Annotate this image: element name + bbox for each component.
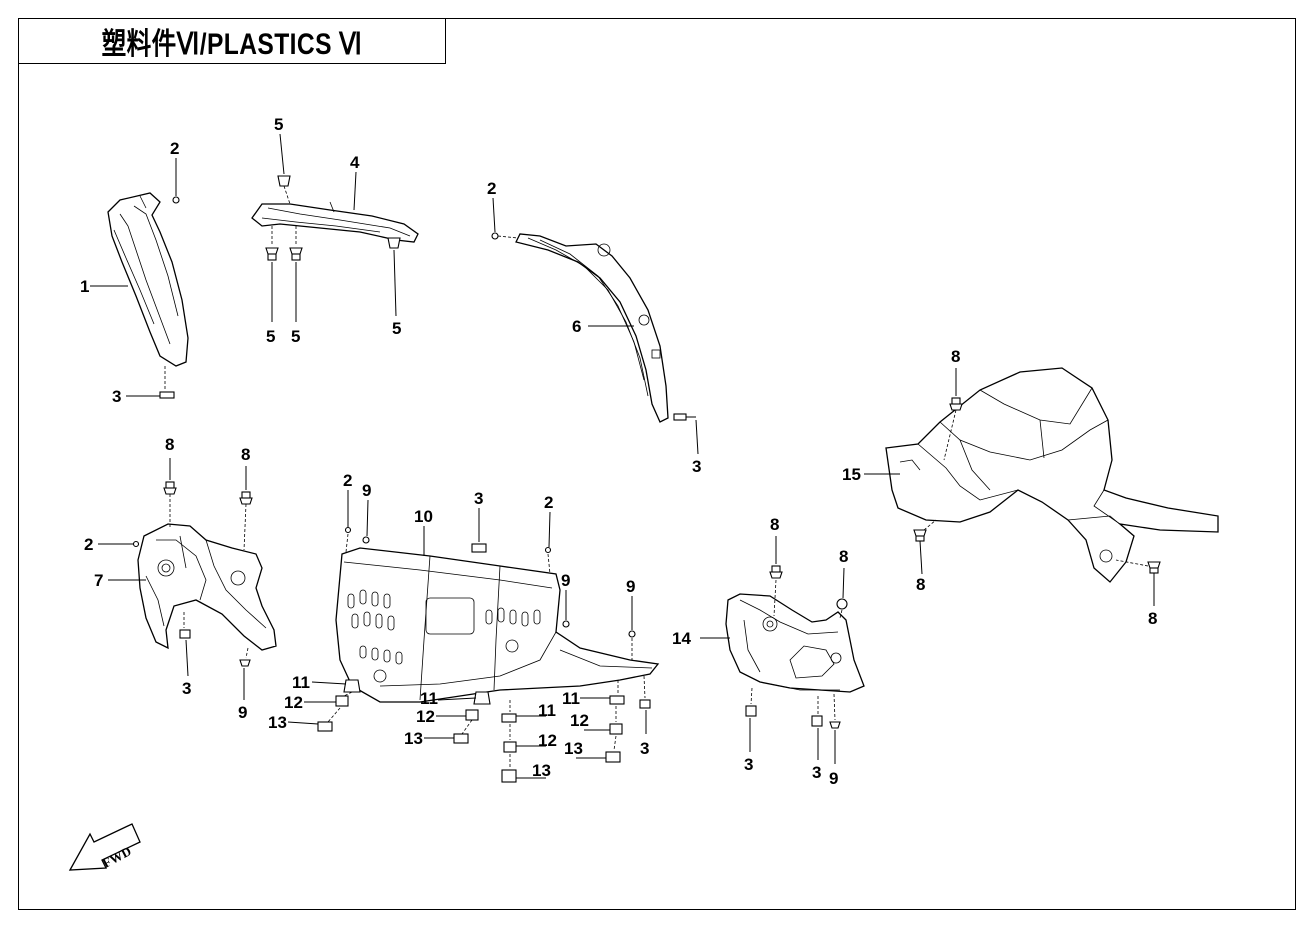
- callout-12: 12: [538, 731, 557, 750]
- callout-5: 5: [392, 319, 401, 338]
- grommet-stack-mid: [424, 691, 491, 744]
- grommet-stack-left: [287, 679, 361, 732]
- callout-3: 3: [812, 763, 821, 782]
- hardware-8-fender-bolts: [913, 368, 1161, 606]
- part-14-right-side-panel: [725, 593, 865, 693]
- callout-13: 13: [532, 761, 551, 780]
- callout-2: 2: [170, 139, 179, 158]
- callout-11: 11: [292, 673, 310, 692]
- callout-8: 8: [1148, 609, 1157, 628]
- callout-15: 15: [842, 465, 861, 484]
- callout-3: 3: [182, 679, 191, 698]
- hardware-10-fasteners: [344, 490, 651, 734]
- title-box: 塑料件Ⅵ/PLASTICS Ⅵ: [18, 18, 446, 64]
- callout-11: 11: [538, 701, 556, 720]
- callout-12: 12: [284, 693, 303, 712]
- part-7-left-side-panel: [137, 523, 277, 651]
- callout-4: 4: [350, 153, 360, 172]
- callout-13: 13: [404, 729, 423, 748]
- callout-13: 13: [268, 713, 287, 732]
- hardware-3-clip-a: [126, 366, 175, 399]
- drawing-frame: [18, 18, 1296, 910]
- callout-12: 12: [416, 707, 435, 726]
- hardware-2-screw-a: [172, 158, 180, 204]
- part-1-left-trim: [107, 192, 189, 367]
- part-6-arc-trim: [515, 233, 669, 423]
- callout-14: 14: [672, 629, 691, 648]
- callout-11: 11: [420, 689, 438, 708]
- callout-2: 2: [343, 471, 352, 490]
- callout-13: 13: [564, 739, 583, 758]
- callout-5: 5: [266, 327, 275, 346]
- grommet-stack-center: [501, 700, 546, 783]
- hardware-3-clip-b: [673, 413, 699, 455]
- fwd-arrow-icon: FWD: [68, 823, 141, 871]
- vent-slots: [347, 589, 541, 665]
- callout-2: 2: [487, 179, 496, 198]
- callout-3: 3: [744, 755, 753, 774]
- leader-4: [353, 171, 357, 211]
- callout-2: 2: [84, 535, 93, 554]
- callout-11: 11: [562, 689, 580, 708]
- callout-3: 3: [112, 387, 121, 406]
- hardware-14-fasteners: [745, 536, 848, 764]
- callout-9: 9: [362, 481, 371, 500]
- callout-9: 9: [626, 577, 635, 596]
- hardware-5-rivets: [265, 133, 401, 322]
- callout-8: 8: [770, 515, 779, 534]
- callout-1: 1: [80, 277, 89, 296]
- callout-9: 9: [561, 571, 570, 590]
- hardware-7-fasteners: [98, 458, 253, 700]
- callout-3: 3: [692, 457, 701, 476]
- callout-labels: 1 2 3 5 4 5 5 5 2 6 3 8 15 8 8 8 8 2 7 3…: [80, 115, 1157, 788]
- part-4-upper-trim: [251, 201, 419, 243]
- callout-8: 8: [951, 347, 960, 366]
- callout-9: 9: [238, 703, 247, 722]
- callout-8: 8: [839, 547, 848, 566]
- callout-8: 8: [241, 445, 250, 464]
- callout-9: 9: [829, 769, 838, 788]
- callout-7: 7: [94, 571, 103, 590]
- callout-3: 3: [474, 489, 483, 508]
- hardware-2-screw-b: [491, 197, 519, 240]
- grommet-stack-right: [576, 680, 625, 763]
- callout-2: 2: [544, 493, 553, 512]
- part-10-skid-plate: [335, 547, 660, 703]
- callout-5: 5: [274, 115, 283, 134]
- callout-12: 12: [570, 711, 589, 730]
- page-title: 塑料件Ⅵ/PLASTICS Ⅵ: [101, 28, 363, 61]
- callout-10: 10: [414, 507, 433, 526]
- callout-8: 8: [916, 575, 925, 594]
- part-15-rear-fender: [885, 367, 1219, 583]
- callout-6: 6: [572, 317, 581, 336]
- callout-5: 5: [291, 327, 300, 346]
- callout-3: 3: [640, 739, 649, 758]
- callout-8: 8: [165, 435, 174, 454]
